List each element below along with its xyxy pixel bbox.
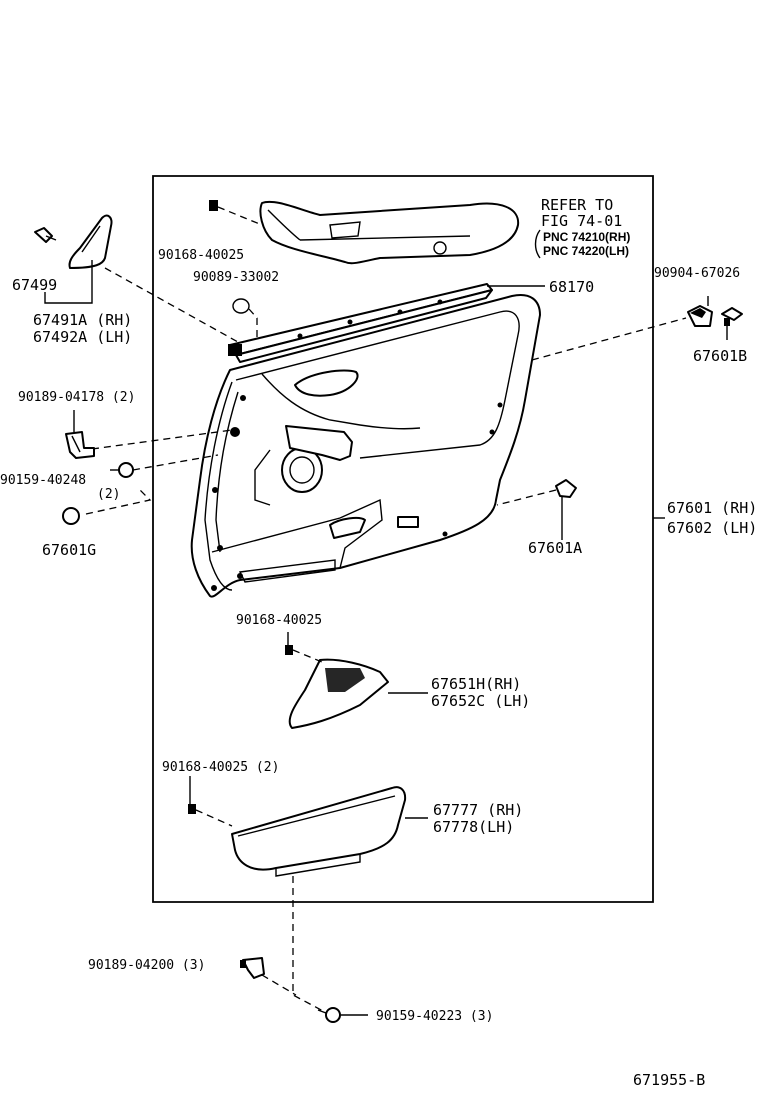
- label-90159-40223: 90159-40223 (3): [376, 1009, 493, 1024]
- label-90189-04200: 90189-04200 (3): [88, 958, 205, 973]
- label-90904: 90904-67026: [654, 266, 740, 281]
- assembly-frame: [152, 175, 654, 903]
- dash-bottom: [292, 876, 326, 1013]
- label-refer-2: FIG 74-01: [541, 212, 622, 230]
- label-67601a: 67601A: [528, 539, 582, 557]
- bracket-67491a: [44, 260, 93, 304]
- label-67651h: 67651H(RH): [431, 675, 521, 693]
- cover-67499: [68, 214, 113, 269]
- label-90089: 90089-33002: [193, 270, 279, 285]
- label-67778: 67778(LH): [433, 818, 514, 836]
- label-67777: 67777 (RH): [433, 801, 523, 819]
- label-90159-40248-qty: (2): [97, 487, 120, 502]
- screw-67499: [34, 227, 57, 243]
- clip-67601g: [62, 507, 80, 525]
- upper-armrest-trim: [259, 200, 520, 265]
- label-68170: 68170: [549, 278, 594, 296]
- ring-90089: [232, 298, 250, 314]
- label-67492a: 67492A (LH): [33, 328, 132, 346]
- label-90189-04178: 90189-04178 (2): [18, 390, 135, 405]
- screw-90168-low: [188, 804, 233, 827]
- label-67652c: 67652C (LH): [431, 692, 530, 710]
- dash-67499-to-panel: [104, 267, 239, 343]
- clip-90904: [687, 305, 713, 327]
- label-90168-mid: 90168-40025: [236, 613, 322, 628]
- clip-67601b: [721, 307, 743, 326]
- label-pnc-1: PNC 74210(RH): [543, 230, 630, 244]
- label-90159-40248: 90159-40248: [0, 473, 86, 488]
- label-pnc-2: PNC 74220(LH): [543, 244, 629, 258]
- screw-90168-mid: [285, 645, 323, 663]
- lower-trim-67777: [231, 786, 407, 877]
- drawing-number: 671955-B: [633, 1071, 705, 1089]
- label-67601: 67601 (RH): [667, 499, 757, 517]
- label-90168-low: 90168-40025 (2): [162, 760, 279, 775]
- dash-bottom-clip: [261, 974, 297, 996]
- weatherstrip-68170: [228, 283, 493, 363]
- label-67499: 67499: [12, 276, 57, 294]
- screw-90159-40223: [317, 1007, 341, 1023]
- dash-67601a: [496, 489, 557, 506]
- screw-90159-40248: [110, 462, 134, 478]
- clip-90189-04200: [240, 957, 265, 979]
- door-trim-panel: [190, 294, 541, 598]
- label-90168-top: 90168-40025: [158, 248, 244, 263]
- dash-67601g: [85, 489, 152, 515]
- label-67491a: 67491A (RH): [33, 311, 132, 329]
- label-67601g: 67601G: [42, 541, 96, 559]
- clip-67601a: [555, 479, 577, 498]
- label-67602: 67602 (LH): [667, 519, 757, 537]
- screw-90168-top: [209, 200, 263, 226]
- dash-clip-to-panel-right: [531, 317, 687, 361]
- label-67601b: 67601B: [693, 347, 747, 365]
- pnc-bracket: [534, 229, 541, 259]
- label-refer-1: REFER TO: [541, 196, 613, 214]
- pocket-trim-67651h: [288, 658, 389, 729]
- dash-screw-left: [132, 454, 219, 471]
- clip-90189-04178: [65, 431, 95, 459]
